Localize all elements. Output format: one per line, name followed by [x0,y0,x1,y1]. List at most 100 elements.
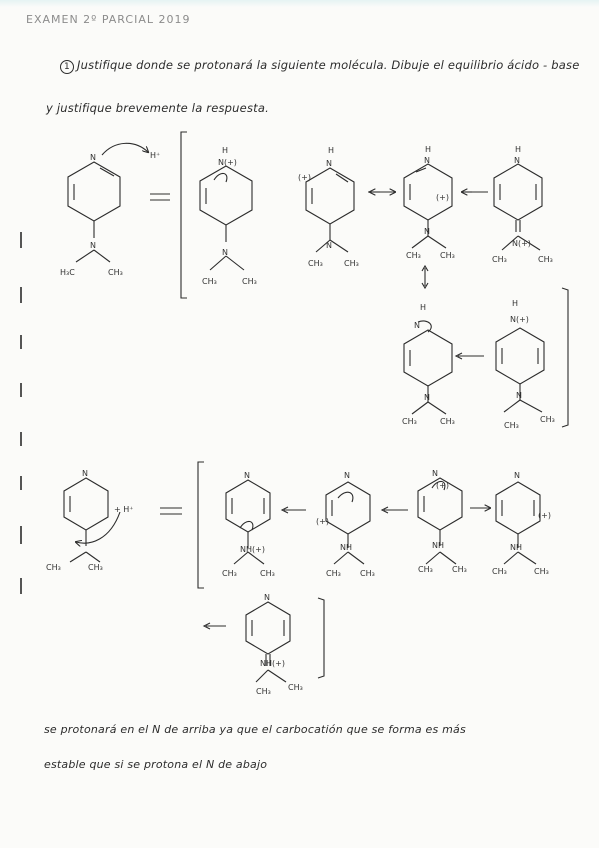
resonance-1c [403,163,453,249]
label-ch3: CH₃ [406,251,421,260]
label-ch3: CH₃ [256,687,271,696]
resonance-2c [417,477,463,565]
label-plus: (+) [436,481,449,490]
label-ch3: CH₃ [260,569,275,578]
margin-mark [20,232,22,248]
label-nh: NH [340,543,352,552]
bracket-right-1 [561,287,569,428]
label-nh-plus-amine: NH(+) [260,659,285,668]
resonance-1b [305,167,355,253]
label-ch3: CH₃ [288,683,303,692]
label-h-plus: H⁺ [150,151,160,160]
label-plus: (+) [436,193,449,202]
label-nh-plus: N(+) [218,158,237,167]
label-ch3: CH₃ [418,565,433,574]
resonance-1f [495,327,545,413]
label-ch3: CH₃ [242,277,257,286]
bracket-left-2 [197,461,204,589]
resonance-2a [225,479,271,565]
reactant-molecule-1 [67,142,148,263]
label-ch3: CH₃ [538,255,553,264]
page-top-edge [0,0,599,7]
resonance-2e [245,601,291,683]
label-h3c: H₃C [60,268,75,277]
label-h: H [328,146,334,155]
label-nh: NH [510,543,522,552]
label-h: H [420,303,426,312]
margin-mark [20,335,22,349]
conclusion-line-2: estable que si se protona el N de abajo [44,758,268,771]
label-ch3: CH₃ [88,563,103,572]
margin-mark [20,578,22,594]
label-n: N [90,153,96,162]
margin-mark [20,383,22,397]
label-nh: NH [432,541,444,550]
bracket-left-1 [180,131,187,299]
label-ch3: CH₃ [504,421,519,430]
label-n: N [90,241,96,250]
label-nh-plus: N(+) [510,315,529,324]
label-ch3: CH₃ [540,415,555,424]
label-n: N [326,241,332,250]
label-ch3: CH₃ [308,259,323,268]
label-n: N [222,248,228,257]
question-number: 1 [60,60,74,74]
label-ch3: CH₃ [360,569,375,578]
page-header: EXAMEN 2º PARCIAL 2019 [26,13,191,26]
label-nh-plus-amine: NH(+) [240,545,265,554]
reactant-molecule-2 [63,477,121,563]
label-nh-plus: N(+) [512,239,531,248]
label-n: N [244,471,250,480]
margin-mark [20,526,22,544]
label-n: N [424,156,430,165]
label-n: N [516,391,522,400]
label-n: N [432,469,438,478]
label-h: H [512,299,518,308]
label-plus: (+) [316,517,329,526]
label-n: N [514,156,520,165]
label-n: N [344,471,350,480]
equilibrium-arrow-2 [160,507,182,515]
question-text-1: Justifique donde se protonará la siguien… [77,58,580,72]
label-n: N [424,393,430,402]
label-ch3: CH₃ [452,565,467,574]
label-h: H [425,145,431,154]
label-n: N [82,469,88,478]
vertical-resonance-arrow [421,264,429,290]
label-ch3: CH₃ [492,567,507,576]
margin-mark [20,476,22,490]
label-plus: (+) [298,173,311,182]
label-ch3: CH₃ [326,569,341,578]
conclusion-line-1: se protonará en el N de arriba ya que el… [44,723,466,736]
label-plus: (+) [538,511,551,520]
label-n: N [326,159,332,168]
label-ch3: CH₃ [440,417,455,426]
margin-mark [20,432,22,446]
label-n: N [514,471,520,480]
equilibrium-arrow-1 [150,193,170,201]
resonance-2b [325,481,371,565]
resonance-1a [199,165,253,271]
label-ch3: CH₃ [534,567,549,576]
label-ch3: CH₃ [46,563,61,572]
margin-mark [20,287,22,303]
label-n: N [424,227,430,236]
label-plus-h: + H⁺ [114,505,133,514]
resonance-2d [495,481,541,565]
question-line-2: y justifique brevemente la respuesta. [46,101,269,115]
label-ch3: CH₃ [202,277,217,286]
label-ch3: CH₃ [222,569,237,578]
label-ch3: CH₃ [402,417,417,426]
resonance-1e [403,320,453,415]
label-h: H [515,145,521,154]
label-ch3: CH₃ [344,259,359,268]
resonance-1d [493,163,543,251]
label-n: N [264,593,270,602]
bracket-right-2 [317,597,325,679]
label-ch3: CH₃ [108,268,123,277]
label-ch3: CH₃ [440,251,455,260]
label-n: N [414,321,420,330]
